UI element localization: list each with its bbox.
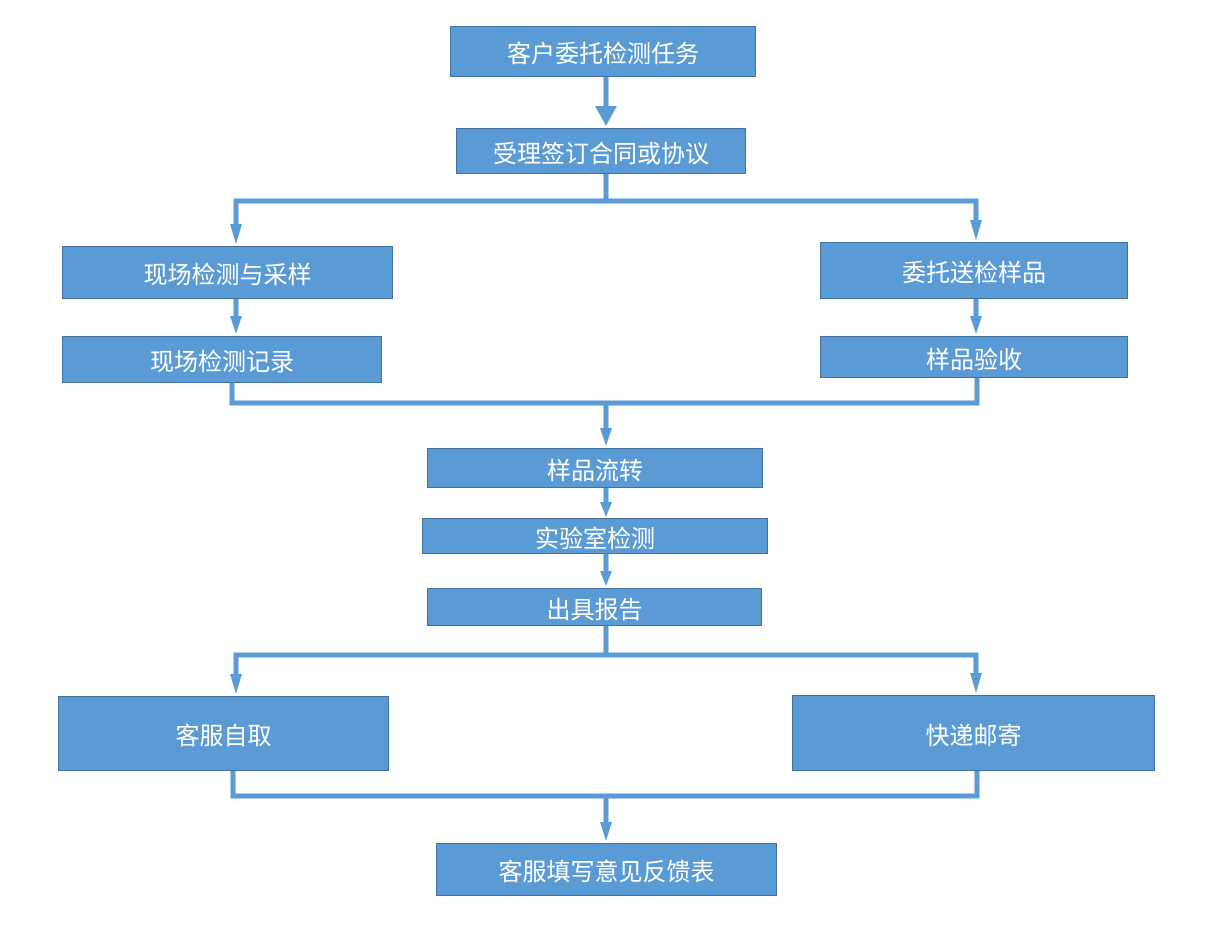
arrowhead — [600, 502, 612, 517]
node-feedback-form: 客服填写意见反馈表 — [436, 843, 777, 896]
node-label: 客户委托检测任务 — [507, 40, 699, 68]
arrowhead — [600, 571, 612, 586]
node-onsite-sampling: 现场检测与采样 — [62, 246, 393, 299]
arrowhead — [600, 822, 612, 841]
arrowhead — [600, 428, 612, 446]
node-label: 受理签订合同或协议 — [493, 139, 709, 168]
node-label: 样品验收 — [926, 345, 1022, 374]
node-label: 客服填写意见反馈表 — [498, 858, 715, 886]
arrowhead — [230, 224, 242, 244]
node-lab-testing: 实验室检测 — [422, 518, 768, 554]
node-express-mail: 快递邮寄 — [792, 695, 1155, 771]
arrowhead — [970, 673, 982, 693]
node-label: 快递邮寄 — [925, 721, 1022, 750]
node-issue-report: 出具报告 — [427, 588, 762, 626]
node-label: 客服自取 — [175, 722, 272, 750]
arrowhead — [595, 106, 617, 126]
node-sample-acceptance: 样品验收 — [820, 336, 1128, 378]
node-onsite-record: 现场检测记录 — [62, 336, 382, 383]
node-label: 出具报告 — [546, 595, 643, 624]
node-label: 实验室检测 — [535, 524, 655, 553]
arrowhead — [230, 316, 242, 334]
node-customer-task: 客户委托检测任务 — [450, 26, 756, 77]
node-label: 现场检测记录 — [150, 348, 294, 376]
node-self-pickup: 客服自取 — [58, 696, 389, 771]
arrowhead — [970, 316, 982, 334]
node-label: 现场检测与采样 — [143, 261, 312, 289]
node-label: 样品流转 — [547, 456, 643, 485]
node-contract: 受理签订合同或协议 — [456, 128, 746, 174]
node-sample-submission: 委托送检样品 — [820, 242, 1128, 299]
arrowhead — [970, 220, 982, 240]
node-sample-circulation: 样品流转 — [427, 448, 763, 488]
node-label: 委托送检样品 — [902, 259, 1046, 287]
arrowhead — [230, 674, 242, 694]
